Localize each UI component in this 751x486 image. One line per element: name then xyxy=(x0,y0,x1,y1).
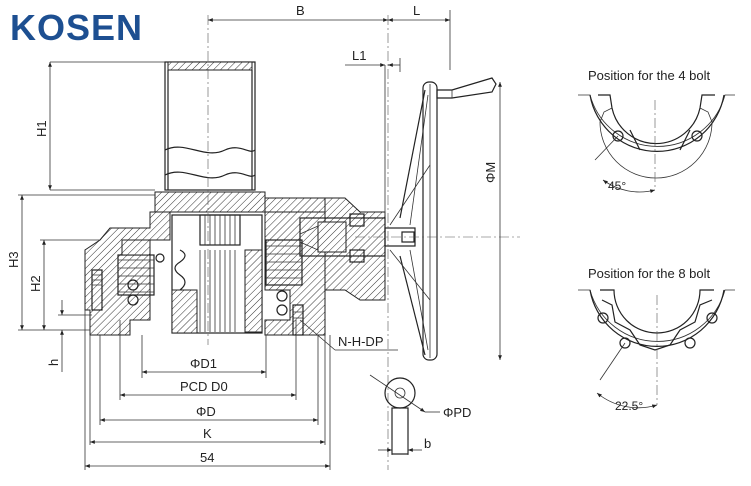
four-bolt-detail xyxy=(578,94,735,194)
keyway-detail xyxy=(369,374,440,455)
dim-phi-d-label: ΦD xyxy=(196,404,216,419)
brand-logo: KOSEN xyxy=(10,7,143,48)
dim-h3-label: H3 xyxy=(6,251,21,268)
gearbox-section-view xyxy=(84,61,497,361)
dim-b-label: B xyxy=(296,3,305,18)
dimension-labels: B L L1 H1 H3 H2 h ΦM ΦD1 PCD D0 ΦD K 54 … xyxy=(6,3,711,465)
dim-pcd-d0-label: PCD D0 xyxy=(180,379,228,394)
four-bolt-angle: 45° xyxy=(608,179,626,193)
dim-phi-d1-label: ΦD1 xyxy=(190,356,217,371)
dimension-lines xyxy=(18,10,520,470)
dim-k-label: K xyxy=(203,426,212,441)
dim-h-label: h xyxy=(46,359,61,366)
four-bolt-title: Position for the 4 bolt xyxy=(588,68,711,83)
eight-bolt-title: Position for the 8 bolt xyxy=(588,266,711,281)
dim-l-label: L xyxy=(413,3,420,18)
dim-h2-label: H2 xyxy=(28,275,43,292)
dim-l1-label: L1 xyxy=(352,48,366,63)
dim-phi-pd-label: ΦPD xyxy=(443,405,471,420)
dim-nhdp-label: N-H-DP xyxy=(338,334,384,349)
eight-bolt-detail xyxy=(578,289,735,409)
eight-bolt-angle: 22.5° xyxy=(615,399,643,413)
dim-54-label: 54 xyxy=(200,450,214,465)
dim-b-small-label: b xyxy=(424,436,431,451)
dim-h1-label: H1 xyxy=(34,120,49,137)
dim-phi-m-label: ΦM xyxy=(483,162,498,183)
